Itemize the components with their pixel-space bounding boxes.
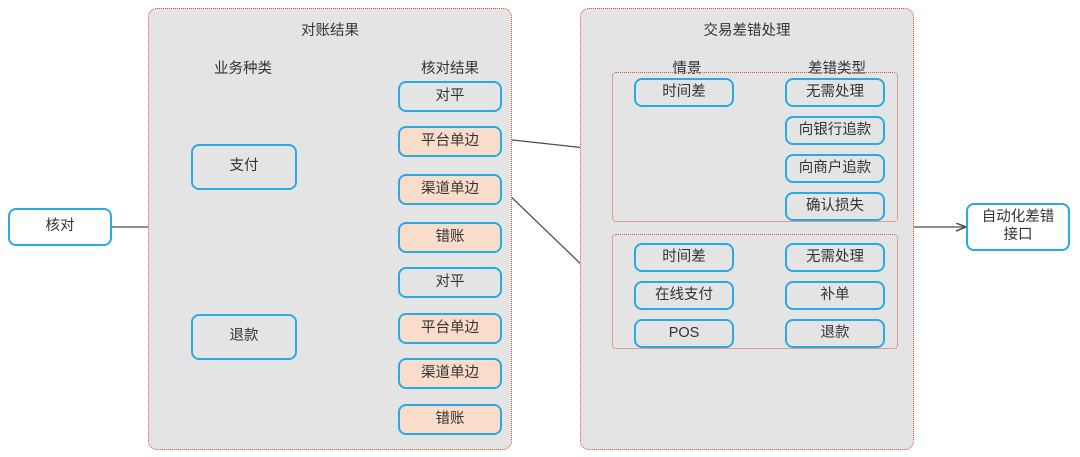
node-block2-scenario-pos[interactable]: POS: [634, 319, 734, 348]
column-label-scenario: 情景: [672, 61, 702, 77]
node-block2-scenario-online-payment[interactable]: 在线支付: [634, 281, 734, 310]
column-label-business-type: 业务种类: [214, 61, 272, 77]
node-block2-error-refund[interactable]: 退款: [785, 319, 885, 348]
group-reconciliation-title: 对账结果: [301, 23, 359, 39]
node-payment-result-platform-single-side[interactable]: 平台单边: [398, 126, 502, 157]
node-refund-result-balanced[interactable]: 对平: [398, 267, 502, 298]
node-block1-error-no-action[interactable]: 无需处理: [785, 78, 885, 107]
node-business-type-refund[interactable]: 退款: [191, 314, 297, 360]
node-block1-error-claim-from-merchant[interactable]: 向商户追款: [785, 154, 885, 183]
node-block1-error-claim-from-bank[interactable]: 向银行追款: [785, 116, 885, 145]
subgroup-error-block-two: [612, 234, 898, 349]
column-label-error-type: 差错类型: [808, 61, 866, 77]
group-error-handling-title: 交易差错处理: [703, 23, 791, 39]
node-block1-scenario-time-difference[interactable]: 时间差: [634, 78, 734, 107]
node-payment-result-balanced[interactable]: 对平: [398, 81, 502, 112]
node-block1-error-confirm-loss[interactable]: 确认损失: [785, 192, 885, 221]
node-payment-result-channel-single-side[interactable]: 渠道单边: [398, 174, 502, 205]
node-payment-result-wrong-account[interactable]: 错账: [398, 222, 502, 253]
node-entry-reconcile[interactable]: 核对: [8, 208, 112, 246]
subgroup-error-block-one: [612, 72, 898, 222]
node-business-type-payment[interactable]: 支付: [191, 144, 297, 190]
node-block2-scenario-time-difference[interactable]: 时间差: [634, 243, 734, 272]
node-exit-automated-error-interface[interactable]: 自动化差错 接口: [966, 203, 1070, 251]
column-label-check-result: 核对结果: [421, 61, 479, 77]
node-refund-result-channel-single-side[interactable]: 渠道单边: [398, 358, 502, 389]
node-block2-error-no-action[interactable]: 无需处理: [785, 243, 885, 272]
node-block2-error-supplement-order[interactable]: 补单: [785, 281, 885, 310]
node-refund-result-wrong-account[interactable]: 错账: [398, 404, 502, 435]
node-refund-result-platform-single-side[interactable]: 平台单边: [398, 313, 502, 344]
